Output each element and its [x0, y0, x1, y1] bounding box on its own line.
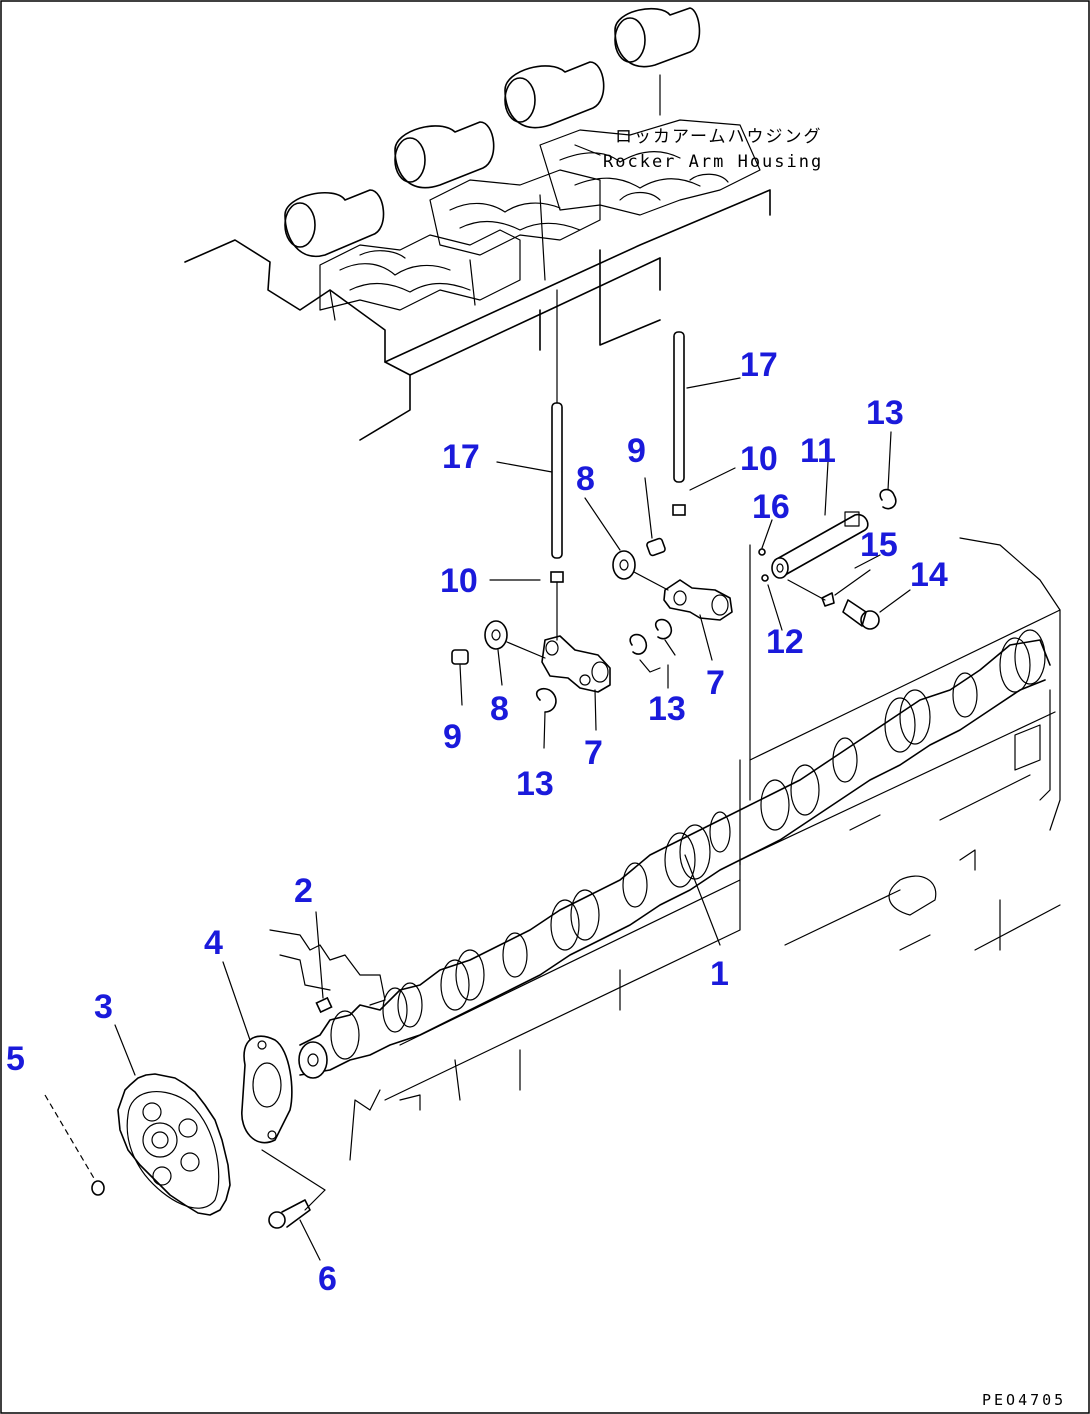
- rocker-arm-left: [541, 635, 611, 693]
- housing-label-jp: ロッカアームハウジング: [615, 127, 822, 147]
- callout-3: 3: [94, 988, 113, 1026]
- callout-13-bottom: 13: [516, 765, 554, 803]
- camshaft: [298, 629, 1051, 1079]
- snap-rings: [535, 488, 897, 713]
- bushing-right: [612, 550, 636, 580]
- plug-12: [761, 574, 769, 582]
- callout-9-right: 9: [627, 432, 646, 470]
- callout-5: 5: [6, 1040, 25, 1078]
- callout-16: 16: [752, 488, 790, 526]
- callout-7-left: 7: [584, 734, 603, 772]
- leader-lines: [114, 377, 911, 1261]
- callout-9-left: 9: [443, 718, 462, 756]
- camshaft-gear: [117, 1073, 231, 1216]
- rocker-shaft: [771, 511, 869, 579]
- callout-11: 11: [800, 432, 836, 470]
- callout-13-middle: 13: [648, 690, 686, 728]
- push-rod-right: [673, 331, 685, 483]
- rocker-arm-right: [663, 579, 733, 621]
- bolt-6: [261, 1149, 326, 1229]
- callout-10-left: 10: [440, 562, 478, 600]
- push-rod-left: [551, 289, 563, 559]
- callout-14: 14: [910, 556, 948, 594]
- drawing-code: PEO4705: [982, 1391, 1066, 1409]
- callout-numbers: 1 2 3 4 5 6 7 7 8 8 9 9 10 10 11 12 13 1…: [6, 346, 948, 1298]
- callout-8-left: 8: [490, 690, 509, 728]
- adjust-screw-right: [646, 537, 666, 557]
- callout-10-right: 10: [740, 440, 778, 478]
- callout-1: 1: [710, 955, 729, 993]
- callout-8-right: 8: [576, 460, 595, 498]
- housing-label-en: Rocker Arm Housing: [603, 152, 823, 172]
- bushing-left: [484, 620, 508, 650]
- callout-4: 4: [204, 924, 223, 962]
- callout-13-top: 13: [866, 394, 904, 432]
- adjust-screw-left: [451, 649, 469, 665]
- callout-6: 6: [318, 1260, 337, 1298]
- washer-15: [821, 592, 835, 607]
- callout-17-left: 17: [442, 438, 480, 476]
- bolt-5: [44, 1094, 105, 1196]
- valve-cap-left: [550, 571, 564, 583]
- cylinder-block: [269, 537, 1061, 1161]
- rocker-arm-housing: [184, 7, 771, 441]
- callout-12: 12: [766, 623, 804, 661]
- valve-cap-right: [672, 504, 686, 516]
- callout-15: 15: [860, 526, 898, 564]
- plug-16: [758, 548, 766, 556]
- callout-7-right: 7: [706, 664, 725, 702]
- bolt-14: [842, 599, 880, 630]
- callout-17-right: 17: [740, 346, 778, 384]
- thrust-plate: [241, 1035, 293, 1144]
- callout-2: 2: [294, 872, 313, 910]
